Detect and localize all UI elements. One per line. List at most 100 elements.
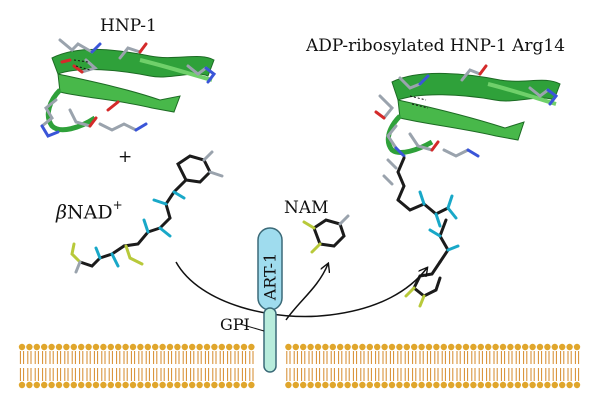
lipid-head	[544, 381, 551, 389]
lipid-head	[529, 381, 536, 389]
lipid-head	[100, 381, 107, 389]
lipid-tail	[574, 368, 580, 381]
lipid-head	[85, 381, 92, 389]
lipid-tail	[79, 351, 84, 364]
lipid-tail	[338, 368, 343, 381]
lipid-tail	[545, 351, 550, 364]
lipid-head	[566, 343, 573, 351]
lipid-head	[499, 343, 507, 351]
lipid-tail	[323, 351, 328, 364]
lipid-tail	[190, 351, 195, 364]
lipid-tail	[412, 368, 417, 381]
lipid-head	[551, 343, 558, 351]
lipid-tail	[27, 368, 32, 381]
lipid-tail	[64, 351, 69, 364]
lipid-tail	[456, 368, 461, 381]
lipid-tail	[108, 368, 113, 381]
lipid-head	[492, 343, 499, 351]
gpi-anchor	[263, 307, 277, 373]
lipid-head	[48, 343, 55, 351]
lipid-tail	[315, 368, 321, 381]
lipid-tail	[27, 351, 32, 364]
lipid-head	[137, 381, 144, 389]
lipid-tail	[197, 368, 202, 381]
lipid-head	[248, 343, 255, 351]
lipid-head	[448, 381, 455, 389]
lipid-head	[433, 343, 440, 351]
lipid-head	[307, 381, 314, 389]
lipid-tail	[182, 368, 187, 381]
adp-ribosylated-hnp1-label: ADP-ribosylated HNP-1 Arg14	[306, 36, 566, 56]
lipid-head	[189, 343, 196, 351]
lipid-tail	[486, 351, 491, 364]
lipid-tail	[412, 351, 417, 364]
lipid-head	[366, 381, 373, 389]
reaction-arrow-main	[175, 261, 427, 318]
lipid-tail	[197, 351, 202, 364]
lipid-head	[403, 381, 410, 389]
lipid-tail	[301, 368, 306, 381]
lipid-head	[18, 343, 26, 351]
lipid-head	[418, 381, 425, 389]
lipid-head	[48, 381, 55, 389]
gpi-pointer-line	[239, 323, 265, 332]
lipid-tail	[515, 351, 520, 364]
lipid-head	[122, 381, 129, 389]
lipid-tail	[234, 368, 239, 381]
lipid-tail	[175, 351, 180, 364]
lipid-head	[159, 343, 166, 351]
hnp1-loop	[45, 88, 97, 133]
lipid-head	[218, 381, 225, 389]
lipid-head	[203, 343, 211, 351]
lipid-tail	[478, 351, 483, 364]
lipid-tail	[212, 368, 217, 381]
lipid-tail	[352, 368, 358, 381]
lipid-head	[573, 381, 581, 389]
lipid-head	[107, 343, 115, 351]
lipid-tail	[560, 351, 565, 364]
lipid-tail	[500, 368, 506, 381]
lipid-bilayer-membrane	[18, 343, 581, 389]
hnp1-hydrogen-bonds	[73, 59, 91, 71]
lipid-head	[218, 343, 225, 351]
lipid-tail	[486, 368, 491, 381]
lipid-head	[314, 381, 322, 389]
lipid-head	[544, 343, 551, 351]
lipid-head	[300, 343, 307, 351]
lipid-tail	[116, 368, 121, 381]
lipid-head	[344, 343, 351, 351]
lipid-head	[440, 381, 447, 389]
lipid-tail	[508, 368, 513, 381]
lipid-tail	[508, 351, 513, 364]
lipid-head	[144, 381, 151, 389]
lipid-tail	[367, 351, 372, 364]
lipid-head	[92, 343, 100, 351]
lipid-tail	[434, 351, 439, 364]
lipid-tail	[219, 368, 224, 381]
lipid-tail	[471, 351, 476, 364]
lipid-tail	[330, 351, 335, 364]
lipid-head	[78, 343, 85, 351]
lipid-tail	[138, 368, 143, 381]
lipid-tail	[567, 351, 572, 364]
lipid-head	[359, 343, 366, 351]
lipid-tail	[42, 368, 47, 381]
lipid-head	[240, 381, 248, 389]
lipid-head	[329, 343, 336, 351]
lipid-head	[240, 343, 248, 351]
lipid-tail	[190, 368, 195, 381]
lipid-tail	[175, 368, 180, 381]
lipid-head	[115, 343, 122, 351]
lipid-tail	[64, 368, 69, 381]
lipid-head	[536, 343, 544, 351]
lipid-head	[166, 381, 174, 389]
lipid-tail	[463, 351, 469, 364]
lipid-head	[137, 343, 144, 351]
lipid-tail	[441, 351, 446, 364]
lipid-tail	[145, 368, 150, 381]
lipid-tail	[227, 351, 232, 364]
lipid-tail	[397, 368, 402, 381]
lipid-tail	[212, 351, 217, 364]
lipid-tail	[71, 351, 76, 364]
lipid-tail	[293, 351, 298, 364]
